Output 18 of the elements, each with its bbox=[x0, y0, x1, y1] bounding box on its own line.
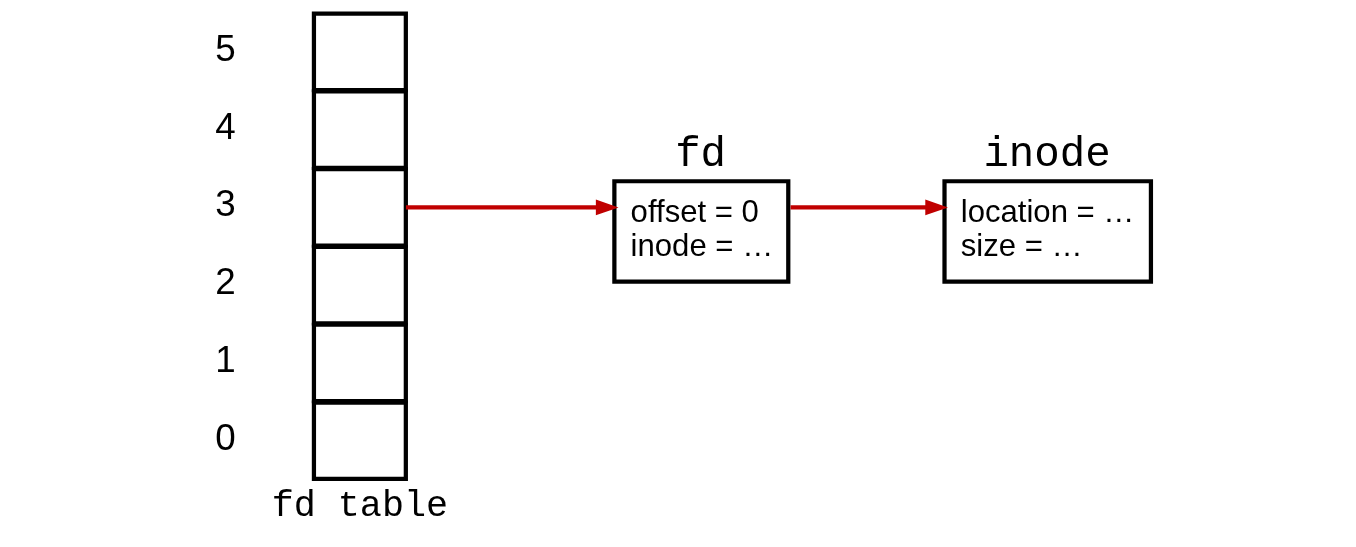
node-label: 1 bbox=[215, 338, 236, 380]
node-box bbox=[311, 400, 408, 481]
node-box bbox=[311, 322, 408, 404]
node-label: 0 bbox=[215, 416, 236, 458]
node-label: 3 bbox=[215, 183, 236, 225]
node-box bbox=[311, 11, 408, 93]
arrow bbox=[790, 199, 948, 216]
arrow bbox=[405, 199, 619, 216]
node-label: 5 bbox=[215, 27, 236, 69]
label: fd table bbox=[271, 485, 449, 528]
node-label: 2 bbox=[215, 261, 236, 303]
node-label: fd bbox=[675, 131, 727, 180]
node-box: location = … size = … bbox=[942, 179, 1154, 284]
node-label: 4 bbox=[215, 105, 236, 147]
node-box bbox=[311, 167, 408, 248]
node-box: offset = 0 inode = … bbox=[612, 179, 791, 284]
node-box bbox=[311, 89, 408, 170]
node-label: inode bbox=[983, 131, 1111, 180]
